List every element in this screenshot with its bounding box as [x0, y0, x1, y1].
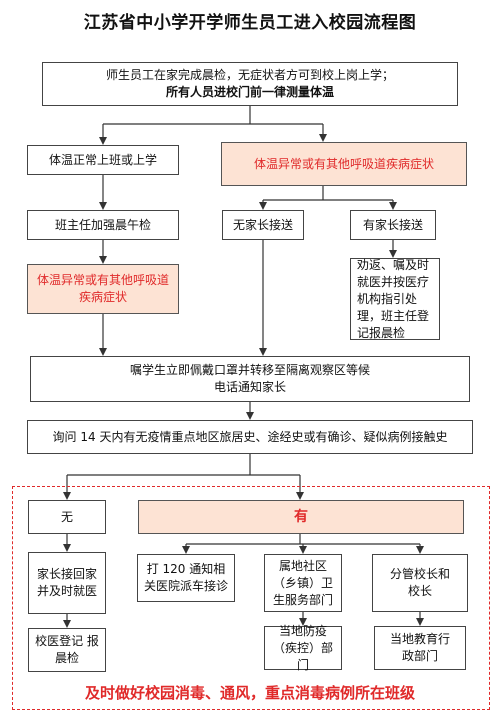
isolate-box: 嘱学生立即佩戴口罩并转移至隔离观察区等候 电话通知家长: [30, 356, 470, 402]
call120-box: 打 120 通知相关医院派车接诊: [137, 554, 235, 602]
inquire-box: 询问 14 天内有无疫情重点地区旅居史、途经史或有确诊、疑似病例接触史: [27, 420, 473, 454]
isolate-line-2: 电话通知家长: [213, 380, 286, 394]
isolate-line-1: 嘱学生立即佩戴口罩并转移至隔离观察区等候: [129, 363, 370, 377]
has-parent-box: 有家长接送: [350, 210, 436, 240]
top-box: 师生员工在家完成晨检，无症状者方可到校上岗上学； 所有人员进校门前一律测量体温: [42, 62, 458, 106]
school-register-box: 校医登记 报晨检: [28, 628, 106, 672]
cdc-box: 当地防疫（疾控）部门: [264, 624, 342, 672]
noon-check-box: 班主任加强晨午检: [27, 210, 179, 240]
bottom-note: 及时做好校园消毒、通风，重点消毒病例所在班级: [84, 684, 415, 702]
parent-pickup-box: 家长接回家并及时就医: [28, 552, 106, 614]
yes-box: 有: [138, 500, 464, 534]
dashed-region: [12, 486, 490, 710]
principal-box: 分管校长和校长: [372, 554, 468, 612]
no-parent-box: 无家长接送: [222, 210, 304, 240]
page-title: 江苏省中小学开学师生员工进入校园流程图: [83, 13, 417, 33]
no-box: 无: [28, 500, 106, 534]
top-line-2: 所有人员进校门前一律测量体温: [165, 85, 334, 99]
advise-box: 劝返、嘱及时就医并按医疗机构指引处理，班主任登记报晨检: [350, 258, 440, 340]
abnormal-box: 体温异常或有其他呼吸道疾病症状: [221, 142, 467, 186]
normal-box: 体温正常上班或上学: [27, 145, 179, 175]
community-box: 属地社区（乡镇）卫生服务部门: [264, 554, 342, 612]
top-line-1: 师生员工在家完成晨检，无症状者方可到校上岗上学；: [105, 68, 394, 82]
education-box: 当地教育行政部门: [374, 626, 466, 670]
abnormal2-box: 体温异常或有其他呼吸道疾病症状: [27, 264, 179, 314]
